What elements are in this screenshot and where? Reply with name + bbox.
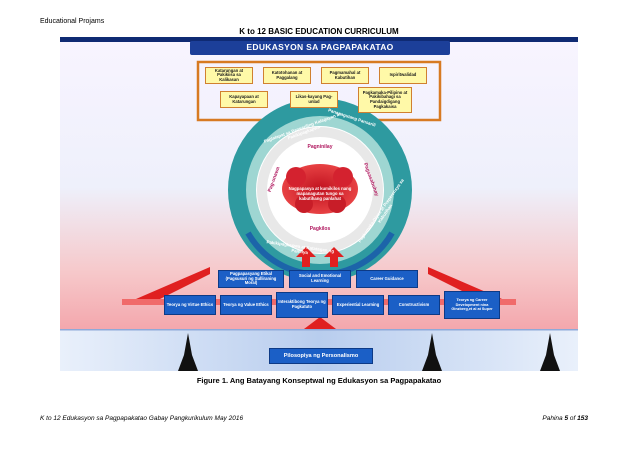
footer-title: K to 12 Edukasyon sa Pagpapakatao Gabay …	[40, 415, 244, 422]
corner-label: Educational Projams	[40, 18, 105, 25]
page-number: Pahina 5 of 153	[542, 415, 588, 422]
theory-box: Teorya ng Career Development nina Ginzbe…	[444, 291, 500, 319]
approach-box: Career Guidance	[356, 270, 418, 288]
goal-box: Ispiritwalidad	[379, 67, 427, 84]
page-title: K to 12 BASIC EDUCATION CURRICULUM	[239, 27, 399, 36]
goal-box: Katotohanan at Paggalang	[263, 67, 311, 84]
page-of: of	[569, 415, 576, 422]
figure-caption: Figure 1. Ang Batayang Konseptwal ng Edu…	[196, 376, 442, 385]
figure-banner: EDUKASYON SA PAGPAPAKATAO	[246, 42, 394, 52]
goal-box: Likas-kayang Pag-unlad	[290, 91, 338, 108]
center-goal-text: Nagpapasya at kumikilos nang mapanagutan…	[288, 186, 352, 201]
approach-box: Pagpapasyang Etikal (Pagsusuri ng Sullir…	[218, 270, 284, 288]
theory-box: Constructivism	[388, 295, 440, 315]
figure-background	[60, 37, 578, 371]
page-current: 5	[564, 415, 569, 422]
theory-box: Teorya ng Value Ethics	[220, 295, 272, 315]
goal-box: Pagmamahal at Kabutihan	[321, 67, 369, 84]
page-total: 153	[577, 415, 588, 422]
macro-skill: Pagninilay	[307, 144, 333, 150]
approach-box: Social and Emotional Learning	[289, 270, 351, 288]
goal-box: Kapayapaan at Katarungan	[220, 91, 268, 108]
goal-box: Katarungan at Pakikiisa sa Kalikasan	[205, 67, 253, 84]
concept-framework-figure: EDUKASYON SA PAGPAPAKATAO Katarungan at …	[60, 37, 578, 371]
page-label: Pahina	[542, 415, 563, 422]
macro-skill: Pagkilos	[309, 226, 331, 232]
theory-box: Experiential Learning	[332, 295, 384, 315]
foundation-box: Pilosopiya ng Personalismo	[269, 348, 373, 364]
theory-box: Teorya ng Virtue Ethics	[164, 295, 216, 315]
theory-box: Interaktibong Teorya ng Pagkatuto	[276, 292, 328, 318]
goal-box: Pagkamaka-Pilipino at Pakikibahagi sa Pa…	[358, 87, 412, 113]
